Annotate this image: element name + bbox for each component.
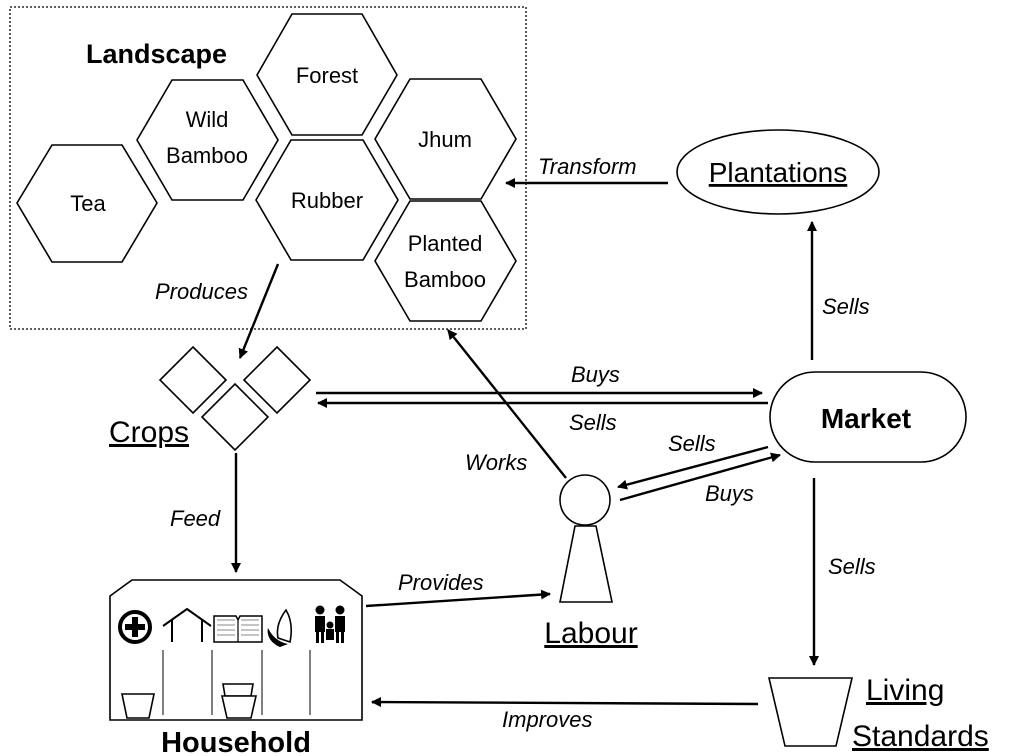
household-node: Household [109, 579, 363, 756]
edge-label-improves: Improves [502, 707, 592, 732]
arrow-improves [371, 697, 759, 708]
hex-tea: Tea [16, 144, 158, 263]
svg-text:Forest: Forest [296, 63, 358, 88]
edge-label-sells-plantations: Sells [822, 294, 870, 319]
landscape-box [9, 6, 527, 330]
arrow-works [447, 329, 567, 479]
living-standards-node: Living Standards [767, 674, 989, 753]
edge-label-provides: Provides [398, 570, 484, 595]
svg-text:Standards: Standards [852, 720, 989, 753]
landscape-title: Landscape [86, 39, 227, 69]
edge-label-works: Works [465, 450, 527, 475]
svg-text:Wild: Wild [186, 107, 229, 132]
labour-node: Labour [544, 474, 638, 650]
hex-rubber: Rubber [255, 139, 399, 261]
edge-label-buys-crops: Buys [571, 362, 620, 387]
edge-label-produces: Produces [155, 279, 248, 304]
svg-text:Plantations: Plantations [709, 157, 848, 188]
svg-text:Market: Market [821, 403, 911, 434]
hex-jhum: Jhum [374, 78, 517, 200]
hex-planted-bamboo: Planted Bamboo [374, 200, 517, 322]
svg-text:Bamboo: Bamboo [166, 143, 248, 168]
svg-text:Bamboo: Bamboo [404, 267, 486, 292]
house-icon [162, 607, 212, 642]
health-cross-icon [118, 610, 152, 644]
cup-icon [222, 683, 254, 697]
hex-forest: Forest [256, 13, 398, 136]
svg-text:Rubber: Rubber [291, 188, 363, 213]
svg-text:Living: Living [866, 674, 944, 707]
arrow-produces [238, 263, 280, 359]
edge-label-buys-labour: Buys [705, 481, 754, 506]
family-icon [315, 605, 345, 643]
edge-label-sells-crops: Sells [569, 410, 617, 435]
praying-hands-icon [267, 608, 292, 647]
svg-text:Household: Household [161, 727, 311, 756]
arrow-sells-labour [617, 445, 769, 490]
hex-wild-bamboo: Wild Bamboo [136, 79, 279, 201]
svg-text:Labour: Labour [544, 617, 637, 650]
plantations-node: Plantations [676, 129, 880, 215]
arrow-provides [365, 589, 551, 608]
edge-label-sells-labour: Sells [668, 431, 716, 456]
book-icon [213, 615, 263, 643]
svg-text:Crops: Crops [109, 416, 189, 449]
arrow-buys-labour [619, 452, 781, 502]
edge-label-sells-living: Sells [828, 554, 876, 579]
svg-text:Tea: Tea [70, 191, 106, 216]
cup-icon [220, 695, 258, 719]
svg-text:Jhum: Jhum [418, 127, 472, 152]
market-node: Market [769, 371, 967, 463]
edge-label-feed: Feed [170, 506, 221, 531]
edge-label-transform: Transform [538, 154, 637, 179]
cup-icon [121, 693, 155, 719]
crops-node: Crops [109, 345, 312, 452]
svg-text:Planted: Planted [408, 231, 483, 256]
